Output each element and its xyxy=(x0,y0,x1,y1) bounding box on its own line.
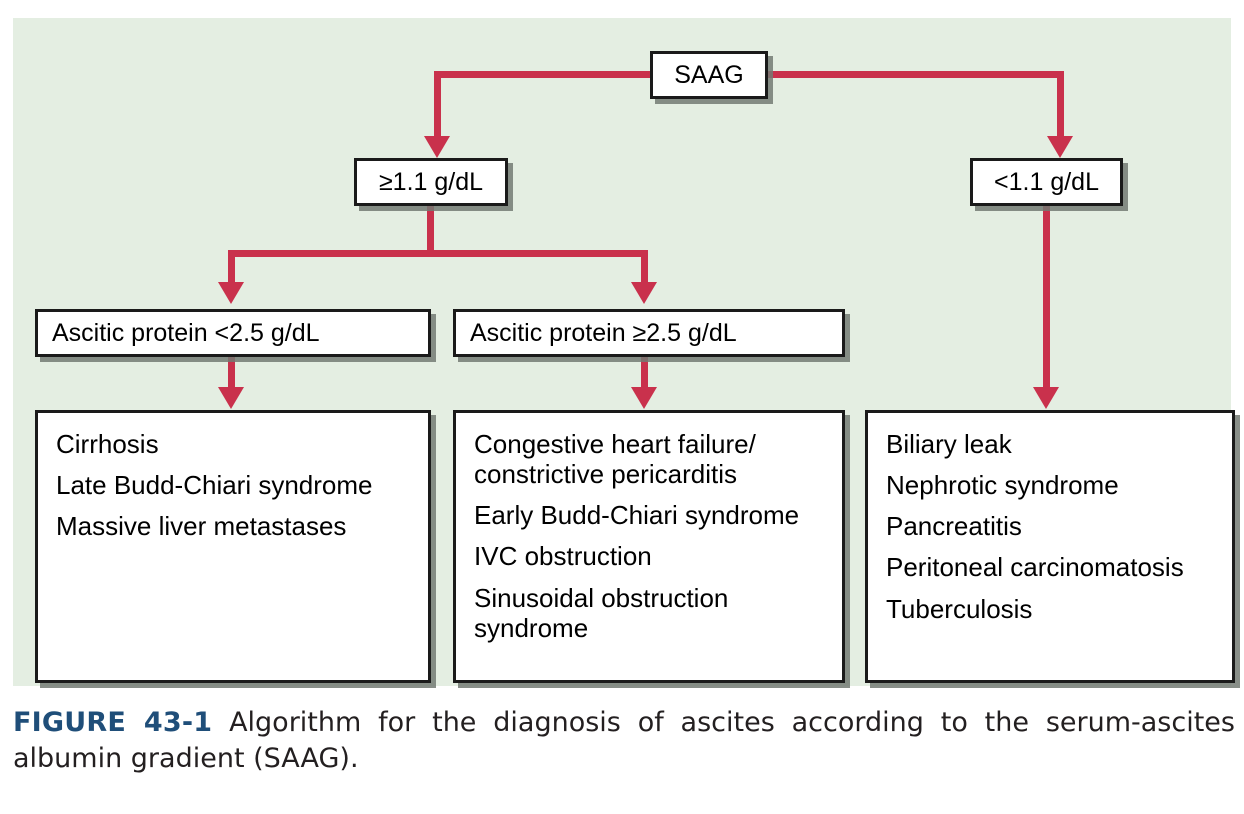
node-ascitic-protein-high: Ascitic protein ≥2.5 g/dL xyxy=(453,309,845,357)
list-item: Congestive heart failure/ constrictive p… xyxy=(474,429,756,490)
outcome-box-right: Biliary leak Nephrotic syndrome Pancreat… xyxy=(865,410,1235,683)
arrowhead-to-saag-low xyxy=(1047,136,1073,158)
arrowhead-to-outcome-left xyxy=(218,387,244,409)
outcome-box-middle: Congestive heart failure/ constrictive p… xyxy=(453,410,845,683)
arrowhead-to-outcome-right xyxy=(1033,387,1059,409)
connector-saag-to-low xyxy=(1057,71,1064,140)
node-saag-root: SAAG xyxy=(650,51,768,99)
list-item: Tuberculosis xyxy=(886,593,1033,624)
list-item: Nephrotic syndrome xyxy=(886,470,1119,501)
list-item: Biliary leak xyxy=(886,429,1012,459)
arrowhead-to-outcome-middle xyxy=(631,387,657,409)
list-item: IVC obstruction xyxy=(474,541,652,572)
connector-protein-low-to-outcome xyxy=(228,357,235,391)
connector-protein-high-to-outcome xyxy=(641,357,648,391)
node-ascitic-protein-low: Ascitic protein <2.5 g/dL xyxy=(35,309,431,357)
connector-saag-to-high xyxy=(434,71,441,140)
arrowhead-to-protein-high xyxy=(631,282,657,304)
node-saag-low: <1.1 g/dL xyxy=(970,158,1123,206)
list-item: Peritoneal carcinomatosis xyxy=(886,552,1184,583)
outcome-box-left: Cirrhosis Late Budd-Chiari syndrome Mass… xyxy=(35,410,431,683)
list-item: Cirrhosis xyxy=(56,429,159,459)
arrowhead-to-saag-high xyxy=(424,136,450,158)
arrowhead-to-protein-low xyxy=(218,282,244,304)
connector-high-stem xyxy=(427,206,434,250)
connector-high-to-protein-high xyxy=(641,250,648,286)
list-item: Early Budd-Chiari syndrome xyxy=(474,500,800,531)
connector-high-split-bus xyxy=(228,250,648,257)
figure-panel: SAAG ≥1.1 g/dL <1.1 g/dL Ascitic protein… xyxy=(13,18,1235,686)
list-item: Pancreatitis xyxy=(886,511,1022,542)
node-saag-high: ≥1.1 g/dL xyxy=(354,158,508,206)
figure-caption-text: Algorithm for the diagnosis of ascites a… xyxy=(13,707,1235,775)
list-item: Late Budd-Chiari syndrome xyxy=(56,470,373,501)
list-item: Massive liver metastases xyxy=(56,511,347,542)
list-item: Sinusoidal obstruction syndrome xyxy=(474,582,729,643)
figure-caption: FIGURE 43-1 Algorithm for the diagnosis … xyxy=(13,705,1235,777)
connector-high-to-protein-low xyxy=(228,250,235,286)
figure-number-label: FIGURE 43-1 xyxy=(13,707,213,738)
connector-low-to-outcome xyxy=(1043,206,1050,391)
